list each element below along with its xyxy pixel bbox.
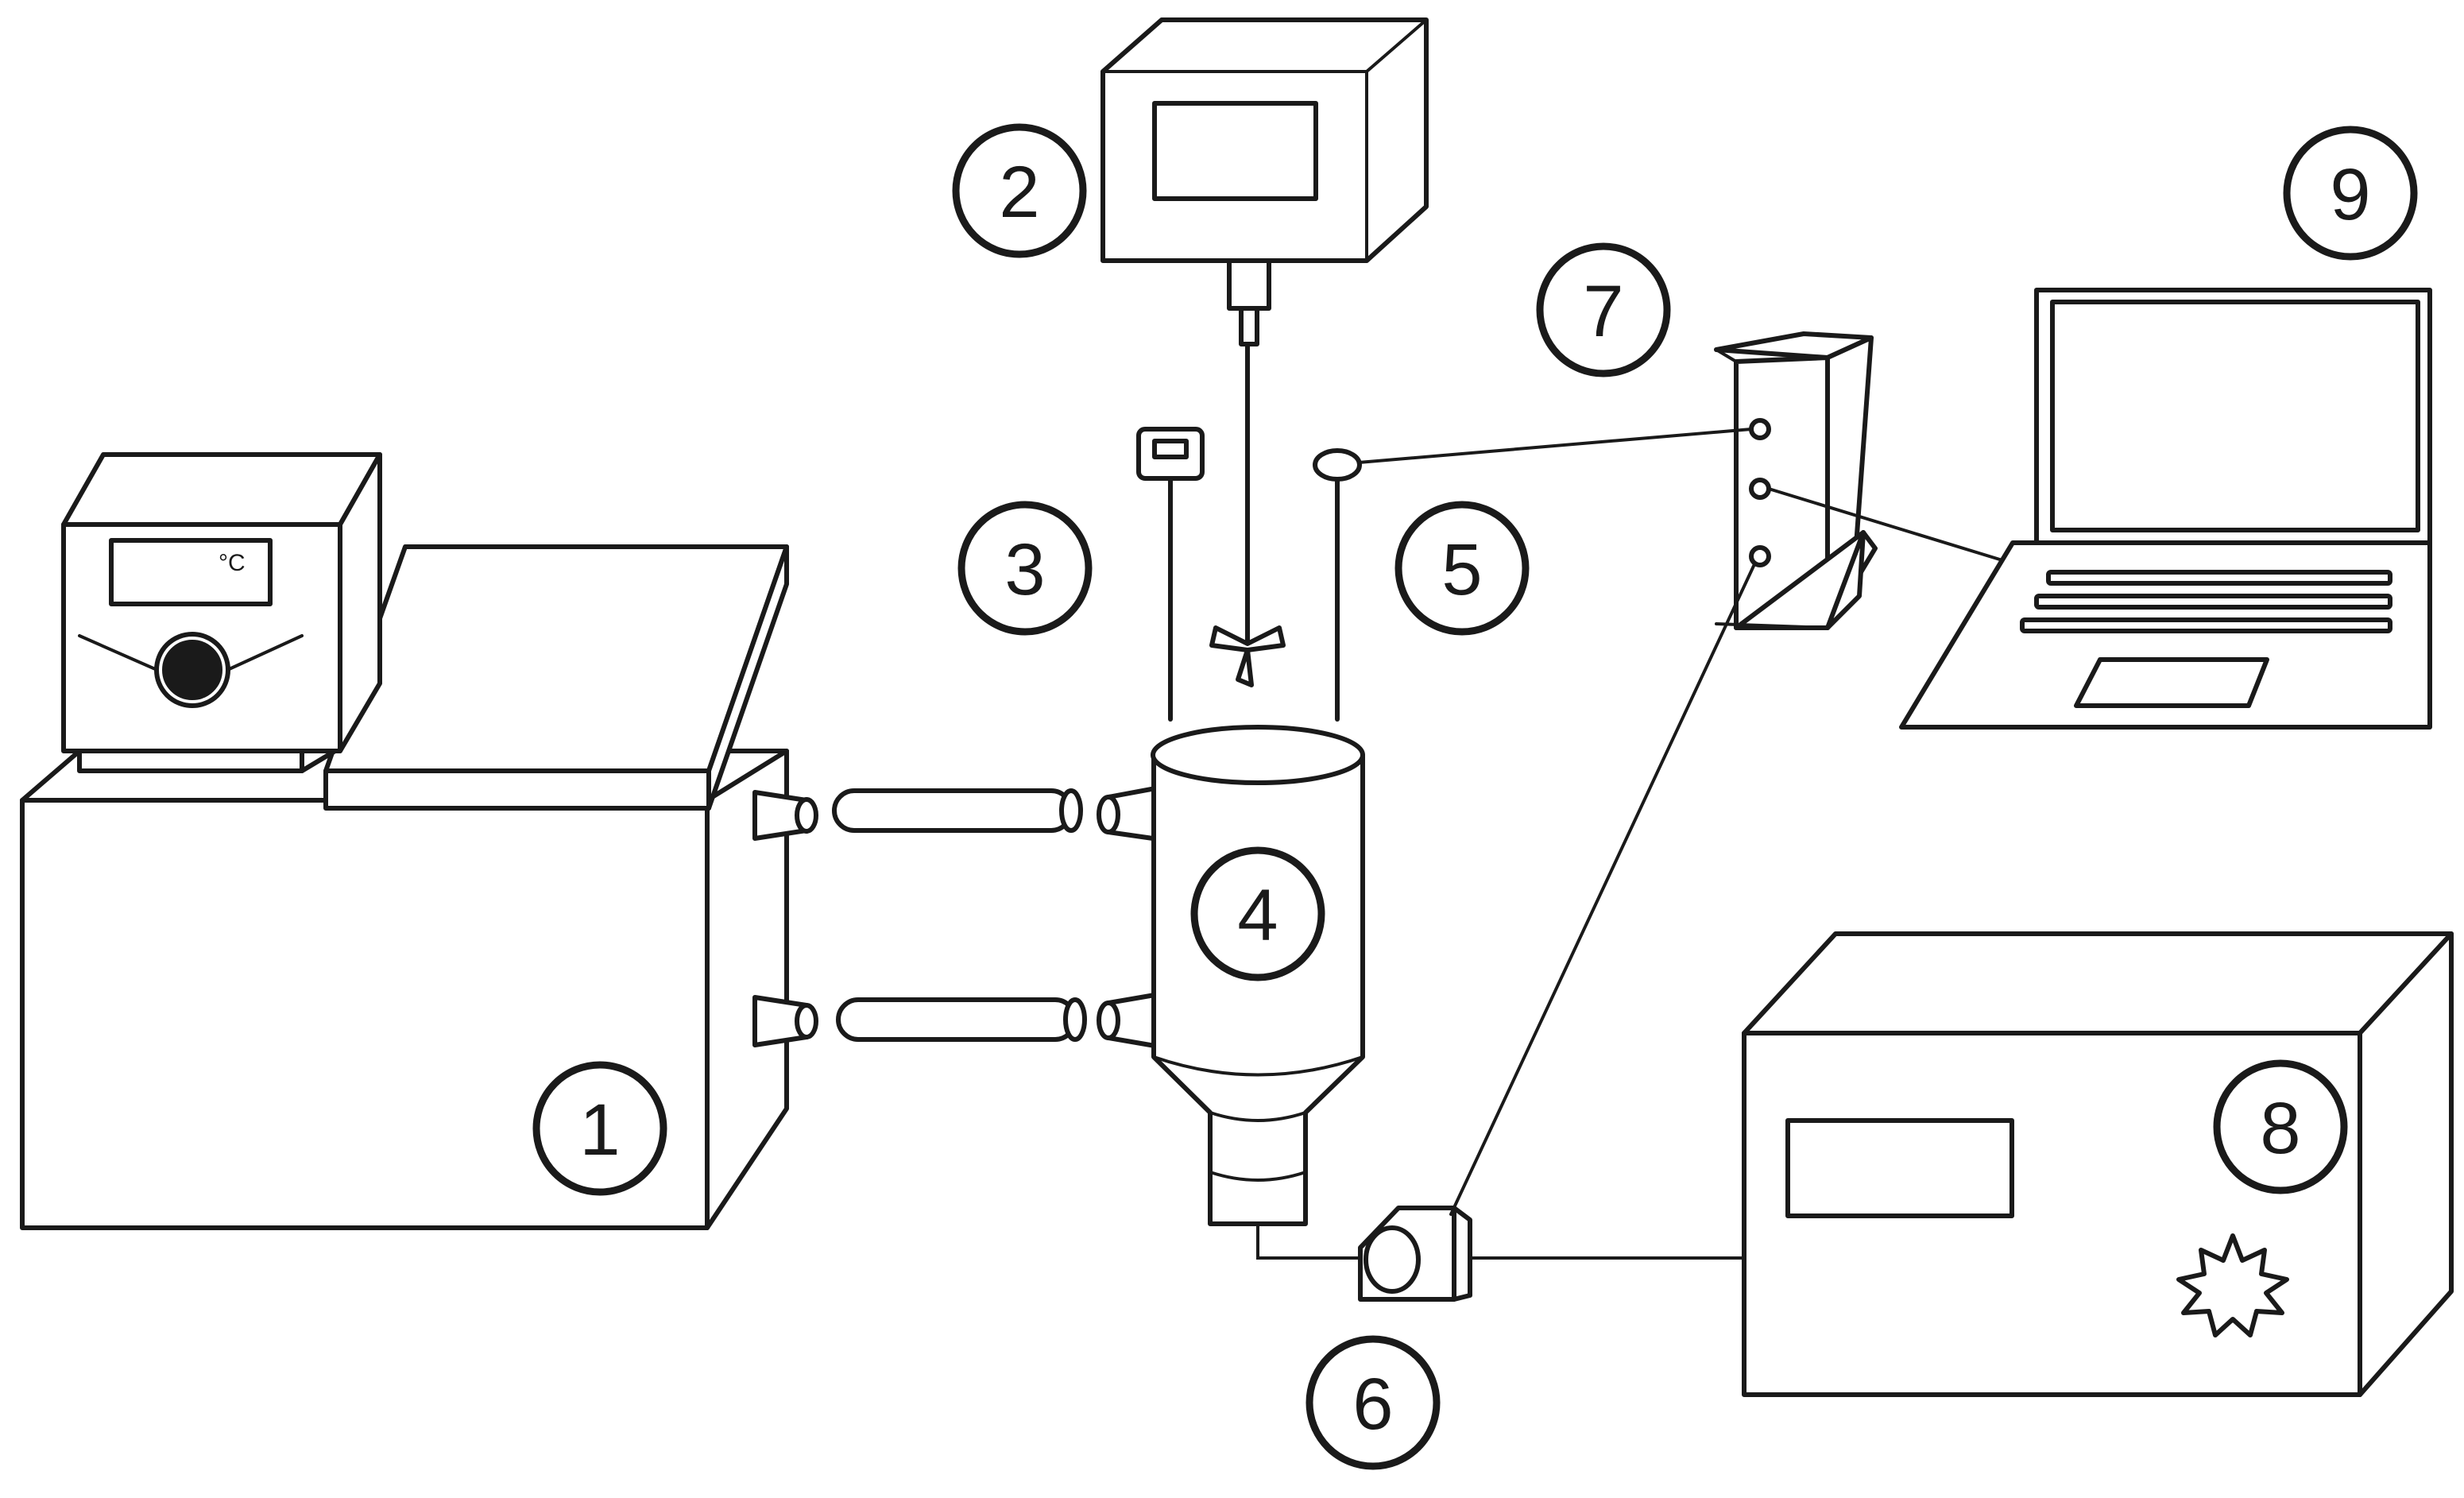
svg-text:7: 7	[1583, 271, 1623, 352]
signal-wires	[1256, 428, 2004, 1260]
light-burst-icon	[2176, 1233, 2289, 1337]
svg-text:1: 1	[579, 1090, 620, 1171]
light-source-unit	[1742, 931, 2454, 1397]
laptop-computer	[1899, 288, 2432, 730]
svg-text:6: 6	[1352, 1364, 1393, 1445]
laptop-screen	[2050, 300, 2420, 532]
callout-1: 1	[532, 1061, 667, 1196]
laptop-touchpad	[2074, 657, 2269, 708]
overhead-stirrer	[1100, 17, 1429, 687]
callout-7: 7	[1536, 242, 1671, 377]
thermostatic-bath: °C	[20, 452, 789, 1230]
interface-module	[1714, 331, 1878, 630]
svg-text:4: 4	[1237, 875, 1278, 956]
light-source-display	[1785, 1118, 2014, 1218]
bath-display-unit: °C	[219, 550, 246, 576]
callout-2: 2	[952, 123, 1087, 258]
callout-8: 8	[2213, 1059, 2348, 1194]
svg-text:8: 8	[2260, 1088, 2300, 1169]
callout-labels: 1 2 3 4 5 6 7 8	[532, 123, 2418, 1470]
svg-text:9: 9	[2330, 154, 2370, 235]
laptop-keyboard	[2020, 570, 2392, 633]
callout-4: 4	[1190, 846, 1325, 981]
callout-5: 5	[1394, 501, 1530, 636]
callout-6: 6	[1305, 1335, 1441, 1470]
callout-3: 3	[957, 501, 1093, 636]
callout-9: 9	[2283, 126, 2418, 261]
temperature-probe	[1136, 427, 1205, 722]
circulation-hoses	[752, 784, 1166, 1050]
svg-text:3: 3	[1004, 529, 1045, 610]
turbidity-probe	[1313, 448, 1362, 722]
stirrer-display	[1152, 101, 1318, 201]
bath-control-knob	[162, 640, 222, 700]
svg-text:5: 5	[1441, 529, 1482, 610]
light-sensor	[1358, 1206, 1472, 1302]
bath-display	[109, 538, 273, 606]
svg-text:2: 2	[999, 152, 1039, 233]
